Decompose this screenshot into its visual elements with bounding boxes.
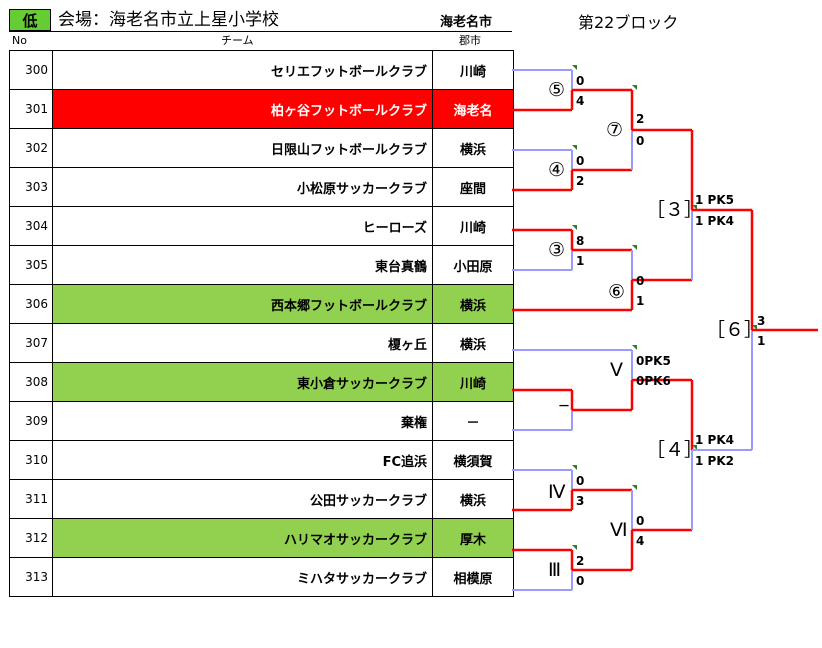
team-city: 厚木 bbox=[432, 518, 514, 558]
team-name: 柏ヶ谷フットボールクラブ bbox=[52, 89, 433, 129]
score-top-s4: 1 PK4 bbox=[695, 433, 734, 447]
bracket-marker bbox=[572, 225, 577, 230]
score-bottom-s4: 1 PK2 bbox=[695, 454, 734, 468]
team-city: 横浜 bbox=[432, 128, 514, 168]
team-number: 308 bbox=[9, 362, 53, 402]
header-rule bbox=[9, 31, 512, 32]
forfeit-note: － bbox=[558, 399, 571, 413]
match-label-mIV: Ⅳ bbox=[548, 481, 566, 503]
bracket-marker bbox=[692, 445, 697, 450]
score-top-m6: 0 bbox=[636, 274, 645, 288]
match-label-m6: ⑥ bbox=[608, 281, 626, 303]
score-top-m3: 8 bbox=[576, 234, 585, 248]
team-name: 公田サッカークラブ bbox=[52, 479, 433, 519]
team-city: 横浜 bbox=[432, 479, 514, 519]
score-top-f6: 3 bbox=[757, 314, 766, 328]
score-top-mVI: 0 bbox=[636, 514, 645, 528]
team-number: 307 bbox=[9, 323, 53, 363]
score-top-mV: 0PK5 bbox=[636, 354, 671, 368]
bracket-marker bbox=[572, 65, 577, 70]
team-city: 川崎 bbox=[432, 206, 514, 246]
score-bottom-mIII: 0 bbox=[576, 574, 585, 588]
bracket-marker bbox=[572, 545, 577, 550]
team-name: ミハタサッカークラブ bbox=[52, 557, 433, 597]
bracket-marker bbox=[572, 465, 577, 470]
score-bottom-s3: 1 PK4 bbox=[695, 214, 734, 228]
team-name: 西本郷フットボールクラブ bbox=[52, 284, 433, 324]
column-header-no: No bbox=[12, 34, 27, 47]
score-bottom-m4: 2 bbox=[576, 174, 585, 188]
team-number: 302 bbox=[9, 128, 53, 168]
match-label-mVI: Ⅵ bbox=[610, 519, 628, 541]
column-header-city: 郡市 bbox=[459, 34, 481, 47]
level-badge: 低 bbox=[9, 9, 51, 31]
score-top-m4: 0 bbox=[576, 154, 585, 168]
team-city: 海老名 bbox=[432, 89, 514, 129]
score-top-s3: 1 PK5 bbox=[695, 193, 734, 207]
score-bottom-mVI: 4 bbox=[636, 534, 645, 548]
team-name: ハリマオサッカークラブ bbox=[52, 518, 433, 558]
team-city: － bbox=[432, 401, 514, 441]
team-number: 300 bbox=[9, 50, 53, 90]
match-label-m7: ⑦ bbox=[606, 119, 624, 141]
team-name: 東小倉サッカークラブ bbox=[52, 362, 433, 402]
team-name: 小松原サッカークラブ bbox=[52, 167, 433, 207]
match-label-mIII: Ⅲ bbox=[548, 559, 562, 581]
score-bottom-mIV: 3 bbox=[576, 494, 585, 508]
match-label-f6: ［６］ bbox=[706, 319, 764, 341]
bracket-marker bbox=[632, 345, 637, 350]
match-label-s4: ［４］ bbox=[646, 439, 704, 461]
score-bottom-m6: 1 bbox=[636, 294, 645, 308]
city-header: 海老名市 bbox=[440, 15, 493, 30]
team-city: 小田原 bbox=[432, 245, 514, 285]
column-header-team: チーム bbox=[221, 34, 254, 47]
team-name: 東台真鶴 bbox=[52, 245, 433, 285]
bracket-marker bbox=[632, 85, 637, 90]
block-title: 第22ブロック bbox=[578, 13, 679, 32]
match-label-m3: ③ bbox=[548, 239, 566, 261]
match-label-m4: ④ bbox=[548, 159, 566, 181]
bracket-marker bbox=[632, 485, 637, 490]
score-bottom-m5: 4 bbox=[576, 94, 585, 108]
score-top-mIII: 2 bbox=[576, 554, 585, 568]
score-bottom-m7: 0 bbox=[636, 134, 645, 148]
match-label-mV: Ⅴ bbox=[610, 359, 623, 381]
match-label-m5: ⑤ bbox=[548, 79, 566, 101]
venue-title: 会場：海老名市立上星小学校 bbox=[58, 10, 279, 30]
bracket-marker bbox=[632, 245, 637, 250]
team-name: 日限山フットボールクラブ bbox=[52, 128, 433, 168]
team-number: 303 bbox=[9, 167, 53, 207]
team-number: 304 bbox=[9, 206, 53, 246]
score-bottom-mV: 0PK6 bbox=[636, 374, 671, 388]
team-number: 306 bbox=[9, 284, 53, 324]
score-bottom-f6: 1 bbox=[757, 334, 766, 348]
team-city: 座間 bbox=[432, 167, 514, 207]
team-name: ヒーローズ bbox=[52, 206, 433, 246]
score-top-m5: 0 bbox=[576, 74, 585, 88]
team-number: 311 bbox=[9, 479, 53, 519]
match-label-s3: ［３］ bbox=[646, 199, 704, 221]
score-bottom-m3: 1 bbox=[576, 254, 585, 268]
team-city: 相模原 bbox=[432, 557, 514, 597]
score-top-mIV: 0 bbox=[576, 474, 585, 488]
bracket-marker bbox=[572, 145, 577, 150]
team-city: 横浜 bbox=[432, 323, 514, 363]
score-top-m7: 2 bbox=[636, 112, 645, 126]
team-city: 川崎 bbox=[432, 50, 514, 90]
